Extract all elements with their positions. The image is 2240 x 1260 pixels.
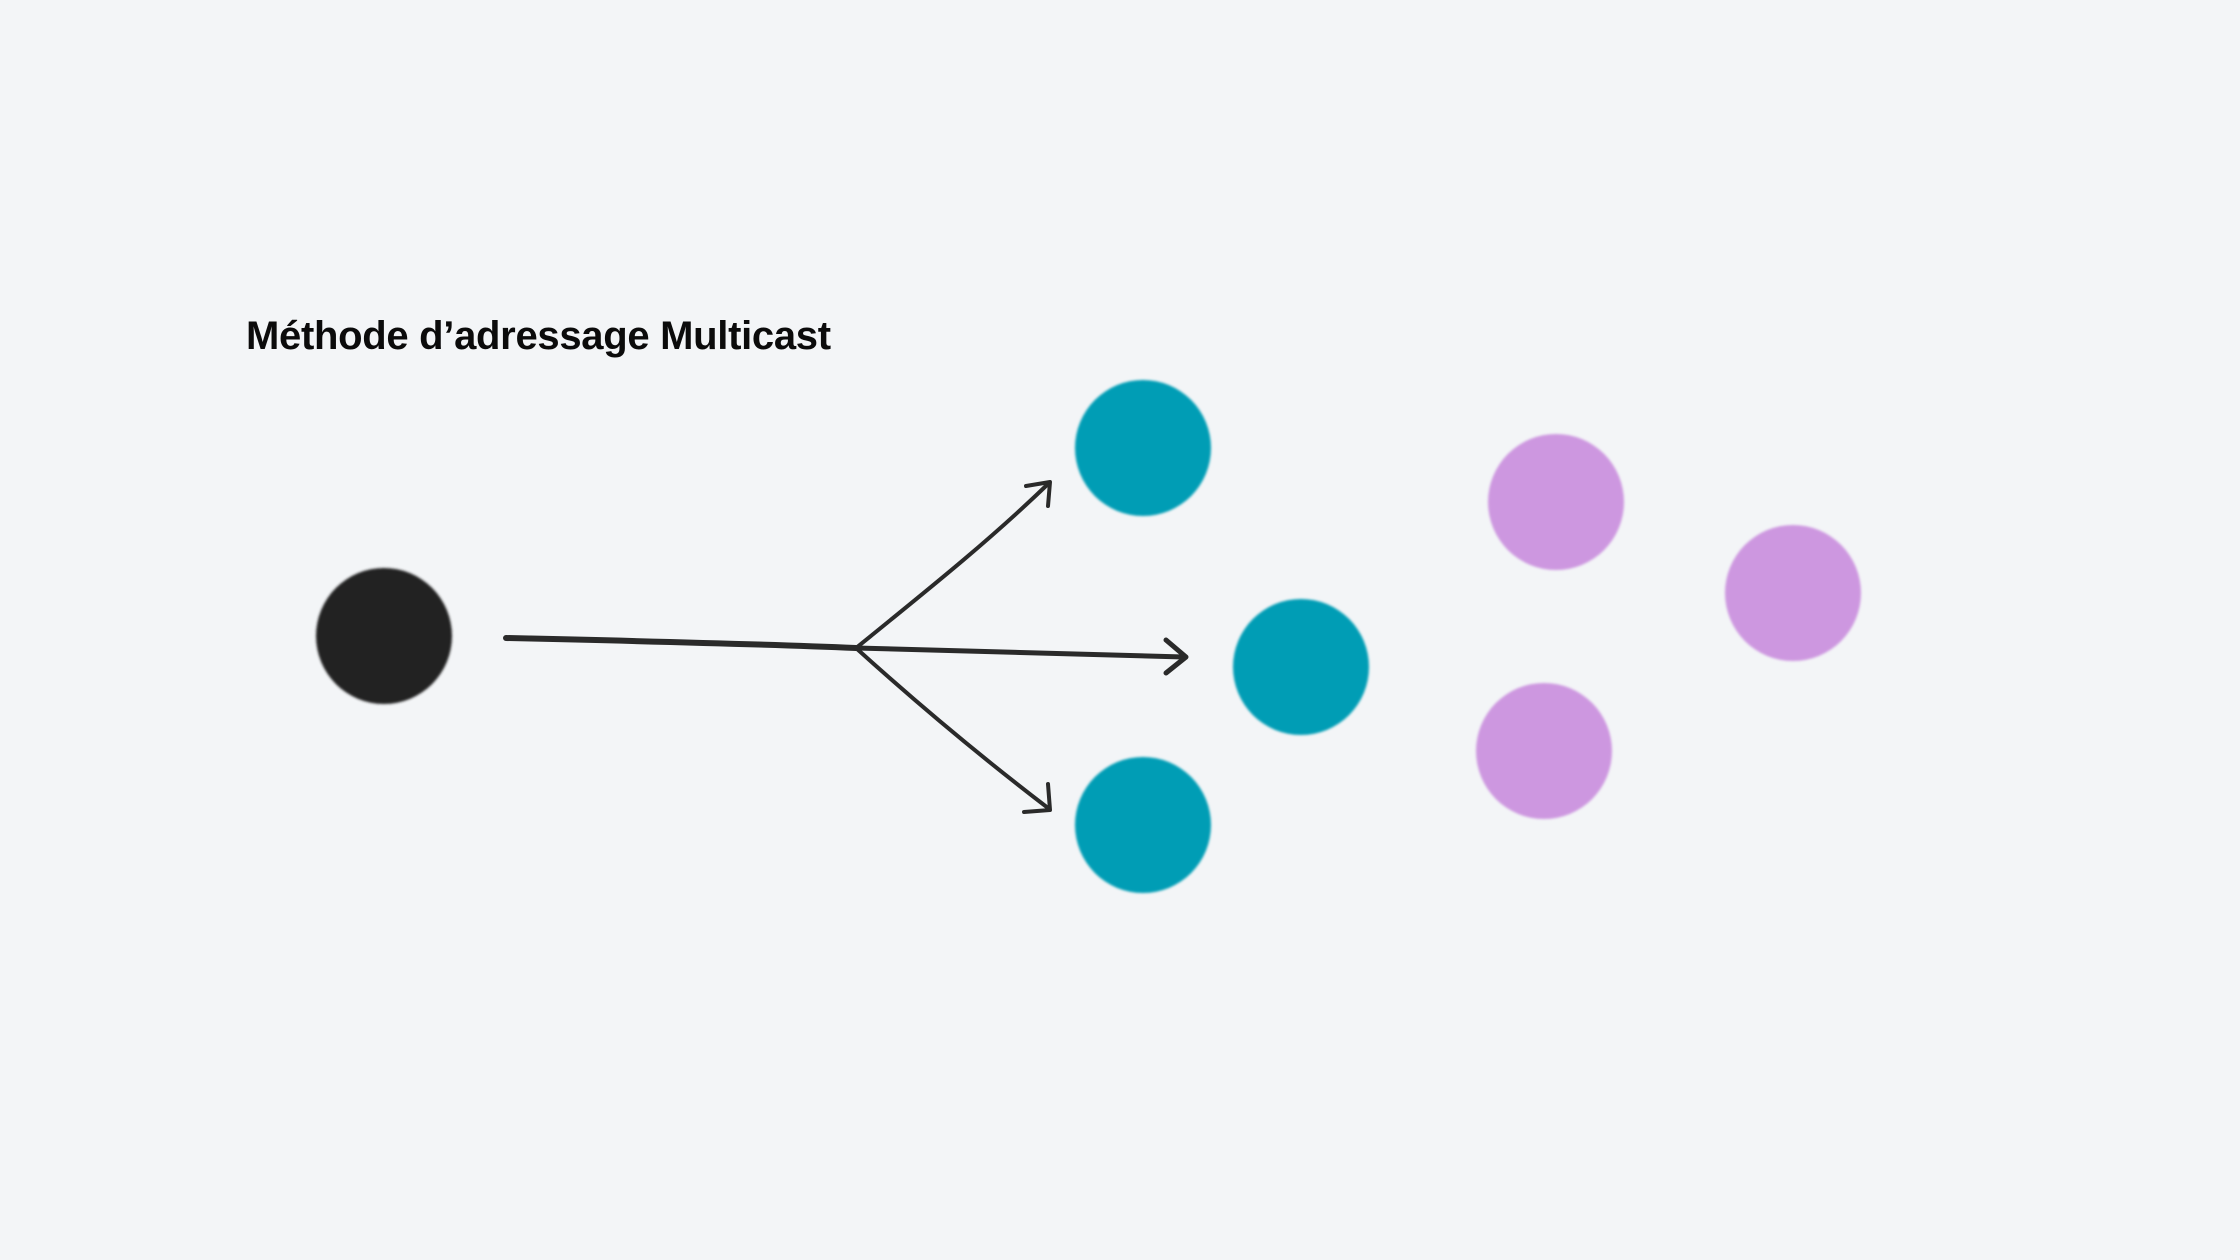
arrow-to-receiver-1: [854, 482, 1050, 650]
diagram-title: Méthode d’adressage Multicast: [246, 314, 831, 358]
non-member-node-1: [1488, 434, 1624, 570]
arrow-head-receiver-3: [1022, 782, 1052, 814]
arrow-to-receiver-2: [853, 645, 1187, 660]
arrow-head-receiver-1: [1024, 480, 1052, 508]
arrow-to-receiver-3: [854, 646, 1050, 810]
source-node: [316, 568, 452, 704]
arrow-head-receiver-2: [1163, 637, 1189, 676]
source-trunk-line: [503, 635, 859, 651]
receiver-node-1: [1075, 380, 1211, 516]
non-member-node-3: [1476, 683, 1612, 819]
receiver-node-2: [1233, 599, 1369, 735]
receiver-node-3: [1075, 757, 1211, 893]
arrows-group: [503, 480, 1189, 814]
non-member-node-2: [1725, 525, 1861, 661]
